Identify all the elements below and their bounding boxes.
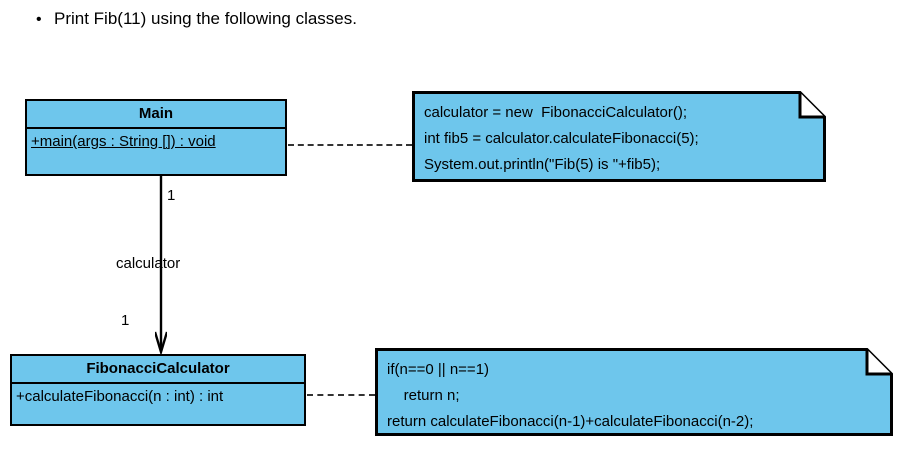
note-shape-with-folded-corner xyxy=(412,91,826,182)
bullet-line: • Print Fib(11) using the following clas… xyxy=(36,8,357,31)
bullet-text: Print Fib(11) using the following classe… xyxy=(54,9,357,28)
bullet-marker-icon: • xyxy=(36,11,42,28)
class-name-main: Main xyxy=(27,101,285,129)
class-member-main-method: +main(args : String []) : void xyxy=(31,133,216,150)
class-name-fibonacci-calculator: FibonacciCalculator xyxy=(12,356,304,384)
note-anchor-fibonacci xyxy=(307,394,375,396)
uml-class-fibonacci-calculator: FibonacciCalculator +calculateFibonacci(… xyxy=(10,354,306,426)
note-main-line-1: calculator = new FibonacciCalculator(); xyxy=(424,104,688,121)
association-role-label: calculator xyxy=(116,255,181,272)
note-main-line-2: int fib5 = calculator.calculateFibonacci… xyxy=(424,130,699,147)
uml-note-main: calculator = new FibonacciCalculator(); … xyxy=(412,91,826,182)
class-member-calculate-fibonacci-method: +calculateFibonacci(n : int) : int xyxy=(16,388,224,405)
class-members-main: +main(args : String []) : void xyxy=(27,129,285,164)
note-fibonacci-line-1: if(n==0 || n==1) xyxy=(387,361,490,378)
class-members-fibonacci-calculator: +calculateFibonacci(n : int) : int xyxy=(12,384,304,416)
note-fibonacci-body: if(n==0 || n==1) return n; return calcul… xyxy=(375,348,893,441)
uml-note-fibonacci: if(n==0 || n==1) return n; return calcul… xyxy=(375,348,893,436)
note-main-body: calculator = new FibonacciCalculator(); … xyxy=(412,91,826,184)
uml-class-main: Main +main(args : String []) : void xyxy=(25,99,287,176)
note-fibonacci-line-2: return n; xyxy=(387,387,460,404)
note-anchor-main xyxy=(288,144,412,146)
note-main-line-3: System.out.println("Fib(5) is "+fib5); xyxy=(424,156,661,173)
note-fibonacci-line-3: return calculateFibonacci(n-1)+calculate… xyxy=(387,413,754,430)
note-shape-with-folded-corner xyxy=(375,348,893,436)
association-multiplicity-target: 1 xyxy=(121,312,130,329)
association-arrow-main-to-fibonacci xyxy=(155,176,167,356)
association-multiplicity-source: 1 xyxy=(167,187,176,204)
